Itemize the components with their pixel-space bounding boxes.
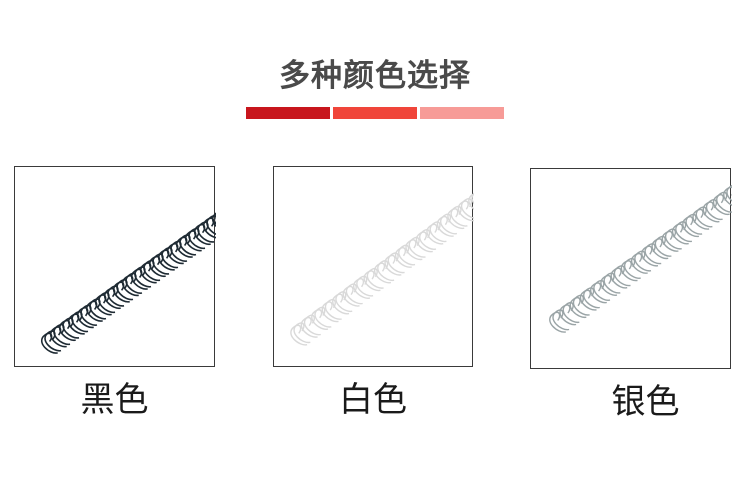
wire-loop — [206, 215, 216, 236]
wire-loop — [630, 252, 648, 274]
wire-loop — [345, 283, 363, 305]
wire-loop — [290, 324, 308, 346]
wire-loop — [356, 275, 374, 297]
wire-loop — [324, 298, 342, 320]
option-label-white: 白色 — [339, 380, 407, 420]
wire-loop — [300, 316, 318, 338]
wire-loop — [682, 216, 700, 238]
accent-bar-red — [333, 107, 417, 119]
wire-loop — [589, 282, 607, 304]
option-card-silver[interactable] — [530, 168, 732, 369]
accent-bar-pink — [420, 107, 504, 119]
wire-loop — [457, 200, 474, 222]
wire-loop — [460, 197, 474, 219]
wire-loop — [702, 201, 720, 223]
option-label-silver: 银色 — [611, 382, 680, 422]
option-card-white[interactable] — [273, 166, 474, 367]
wire-loop — [579, 289, 597, 311]
wire-loop — [384, 254, 402, 276]
wire-loop — [429, 221, 447, 243]
wire-loop — [716, 191, 732, 213]
wire-loop — [651, 238, 669, 260]
wire-loop — [610, 267, 628, 289]
wire-loop — [695, 206, 713, 228]
wire-loop — [712, 194, 730, 215]
wire-loop — [654, 235, 672, 257]
wire-loop — [426, 223, 444, 245]
wire-loop — [559, 304, 577, 326]
wire-loop — [436, 215, 454, 237]
wire-loop — [335, 291, 353, 313]
wire-loop — [603, 272, 621, 294]
wire-loop — [552, 309, 570, 331]
page-title: 多种颜色选择 — [279, 58, 471, 94]
wire-loop — [569, 296, 587, 318]
wire-loop — [675, 221, 693, 243]
wire-loop — [332, 293, 350, 315]
wire-loop — [705, 199, 723, 220]
wire-loop — [661, 230, 679, 252]
wire-loop — [634, 250, 652, 272]
wire-loop — [572, 294, 590, 316]
wire-loop — [664, 228, 682, 250]
binding-wire-silver-icon — [549, 184, 732, 333]
wire-loop — [202, 217, 216, 239]
wire-loop — [450, 205, 468, 227]
wire-loop — [366, 267, 384, 289]
binding-wire-white-icon — [290, 192, 474, 346]
wire-loop — [583, 287, 600, 309]
wire-loop — [303, 314, 321, 336]
wire-loop — [620, 260, 638, 282]
wire-loop — [549, 311, 566, 333]
wire-loop — [671, 223, 689, 245]
wire-loop — [398, 244, 416, 266]
option-card-black[interactable] — [14, 166, 216, 367]
wire-loop — [419, 229, 437, 250]
wire-loop — [408, 236, 426, 258]
wire-loop — [352, 277, 371, 299]
wire-loop — [439, 213, 458, 235]
wire-loop — [723, 186, 732, 207]
wire-loop — [593, 279, 611, 301]
wire-loop — [613, 265, 631, 287]
wire-loop — [415, 231, 433, 253]
wire-loop — [447, 208, 465, 230]
wire-loop — [641, 245, 659, 267]
binding-wire-black-icon — [40, 212, 216, 354]
wire-loop — [314, 306, 332, 328]
wire-loop — [394, 246, 412, 268]
wire-loop — [293, 322, 311, 344]
wire-loop — [363, 270, 381, 292]
wire-loop — [600, 274, 618, 296]
wire-loop — [405, 239, 423, 261]
wire-loop — [342, 285, 360, 307]
wire-loop — [692, 208, 710, 230]
wire-loop — [685, 213, 703, 235]
wire-loop — [311, 309, 329, 330]
wire-loop — [623, 257, 641, 279]
accent-bar-dark-red — [246, 107, 330, 119]
option-label-black: 黑色 — [80, 380, 149, 420]
wire-loop — [377, 260, 395, 281]
wire-loop — [644, 243, 662, 265]
wire-loop — [373, 262, 392, 284]
wire-loop — [562, 301, 580, 323]
wire-loop — [726, 184, 732, 202]
wire-loop — [321, 301, 339, 323]
wire-loop — [387, 252, 405, 274]
wire-loop — [468, 193, 474, 210]
